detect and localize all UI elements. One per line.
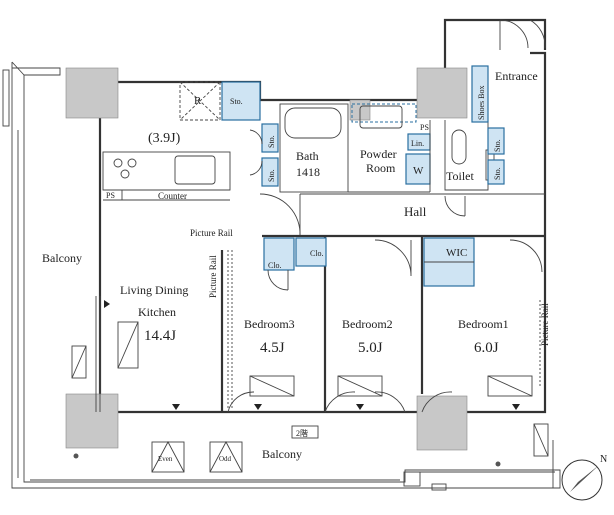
window-markers (104, 300, 520, 410)
label-storage-3: Sto. (493, 139, 502, 152)
label-storage-1: Sto. (267, 135, 276, 148)
balcony-frame (2, 61, 561, 489)
wet-area (279, 65, 505, 217)
beds (71, 321, 549, 457)
label-refrigerator: R (194, 95, 202, 107)
label-counter: Counter (158, 191, 187, 201)
label-bedroom3-size: 4.5J (260, 340, 285, 356)
label-linen: Lin. (411, 139, 424, 148)
label-living-dining: Living Dining (120, 283, 188, 297)
label-storage-kitchen: Sto. (230, 97, 243, 106)
bedrooms (95, 236, 543, 413)
balcony-items (73, 425, 501, 491)
label-hall: Hall (404, 204, 427, 219)
label-bedroom1: Bedroom1 (458, 317, 509, 331)
label-entrance: Entrance (495, 69, 538, 83)
label-bath: Bath (296, 149, 319, 163)
label-picture-rail-top: Picture Rail (190, 228, 233, 238)
hall (259, 193, 545, 238)
label-kitchen-area: (3.9J) (148, 131, 181, 146)
label-closet-1: Clo. (268, 261, 282, 270)
label-picture-rail-right: Picture Rail (540, 303, 550, 346)
label-ps-kitchen: PS (106, 191, 115, 200)
label-odd: Odd (219, 455, 232, 463)
label-even: Even (158, 455, 173, 463)
label-powder-room-2: Room (366, 161, 396, 175)
label-storage-4: Sto. (493, 167, 502, 180)
kitchen (102, 81, 279, 201)
label-bedroom2-size: 5.0J (358, 340, 383, 356)
label-closet-2: Clo. (310, 249, 324, 258)
label-walk-in-closet: WIC (446, 247, 467, 259)
label-bedroom1-size: 6.0J (474, 340, 499, 356)
label-balcony-left: Balcony (42, 251, 82, 265)
label-bedroom2: Bedroom2 (342, 317, 393, 331)
label-ps-bath: PS (420, 123, 429, 132)
label-bath-size: 1418 (296, 165, 320, 179)
label-ldk-size: 14.4J (144, 328, 176, 344)
label-shoes-box: Shoes Box (477, 86, 486, 120)
label-picture-rail-left: Picture Rail (208, 255, 218, 298)
label-bedroom3: Bedroom3 (244, 317, 295, 331)
label-toilet: Toilet (446, 169, 474, 183)
label-powder-room-1: Powder (360, 147, 397, 161)
columns (65, 67, 468, 451)
label-kitchen: Kitchen (138, 305, 176, 319)
label-second-floor: 2階 (296, 428, 308, 438)
compass-icon (561, 459, 603, 501)
label-storage-2: Sto. (267, 169, 276, 182)
label-balcony-bottom: Balcony (262, 447, 302, 461)
label-washer: W (413, 165, 424, 177)
label-north: N (600, 454, 607, 465)
